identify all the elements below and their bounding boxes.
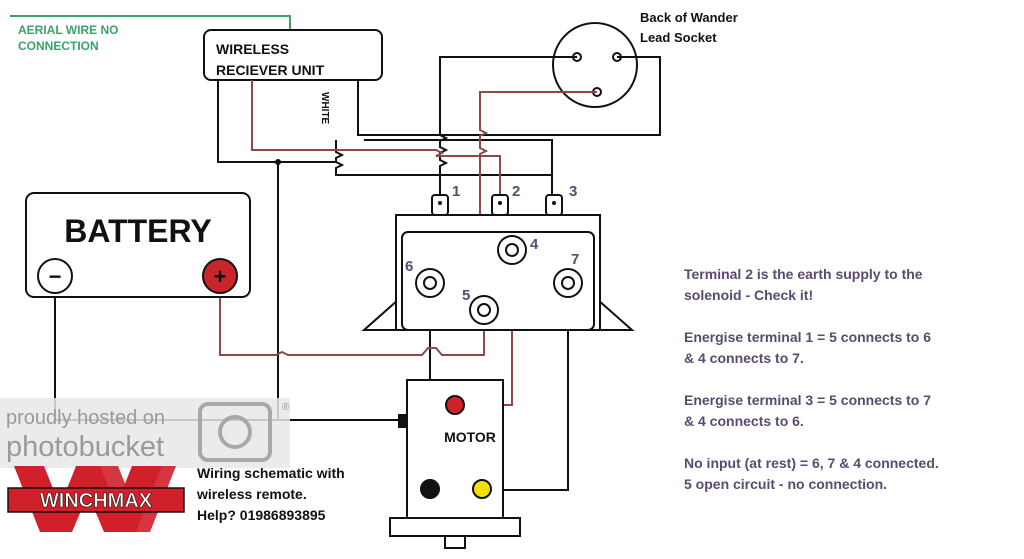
battery-positive-terminal <box>202 258 238 294</box>
motor-red-terminal <box>445 395 465 415</box>
solenoid-stud-terminals <box>415 235 583 325</box>
note-4-line1: No input (at rest) = 6, 7 & 4 connected. <box>684 455 939 471</box>
terminal-label-5: 5 <box>462 287 470 304</box>
battery-negative-terminal <box>37 258 73 294</box>
note-4-line2: 5 open circuit - no connection. <box>684 476 887 492</box>
white-wire-label: WHITE <box>319 92 330 125</box>
spade-hole-2 <box>498 201 502 205</box>
terminal-label-4: 4 <box>530 236 539 253</box>
aerial-label-line2: CONNECTION <box>18 39 99 53</box>
logo-text: WINCHMAX <box>40 490 153 512</box>
spade-hole-3 <box>552 201 556 205</box>
note-2-line1: Energise terminal 1 = 5 connects to 6 <box>684 329 931 345</box>
note-1-line1: Terminal 2 is the earth supply to the <box>684 266 923 282</box>
battery-positive-symbol: + <box>214 264 227 289</box>
motor-label: MOTOR <box>444 429 496 445</box>
receiver-unit-box <box>203 29 383 81</box>
caption-line3: Help? 01986893895 <box>197 507 326 523</box>
terminal-label-2: 2 <box>512 183 520 200</box>
note-2-line2: & 4 connects to 7. <box>684 350 804 366</box>
watermark-line1: proudly hosted on <box>6 407 165 429</box>
motor-earth-lug <box>398 414 408 428</box>
junction-dot <box>275 159 281 165</box>
note-3-line2: & 4 connects to 6. <box>684 413 804 429</box>
camera-icon <box>198 402 272 462</box>
watermark-line2: photobucket <box>6 431 164 463</box>
aerial-wire <box>10 15 291 30</box>
battery-negative-symbol: − <box>49 264 62 289</box>
note-3-line1: Energise terminal 3 = 5 connects to 7 <box>684 392 931 408</box>
aerial-label-line1: AERIAL WIRE NO <box>18 23 118 37</box>
spade-hole-1 <box>438 201 442 205</box>
winchmax-logo: WINCHMAX <box>7 466 185 532</box>
terminal-label-3: 3 <box>569 183 577 200</box>
battery-body <box>25 192 251 298</box>
photobucket-watermark: proudly hosted on photobucket ® <box>0 398 290 468</box>
watermark-registered: ® <box>282 402 290 413</box>
terminal-label-7: 7 <box>571 251 579 268</box>
receiver-label-line2: RECIEVER UNIT <box>216 62 325 78</box>
caption-line1: Wiring schematic with <box>197 465 345 481</box>
wander-socket <box>552 22 638 108</box>
socket-label-line2: Lead Socket <box>640 30 717 45</box>
receiver-label-line1: WIRELESS <box>216 41 289 57</box>
motor-black-terminal <box>420 479 440 499</box>
motor-yellow-terminal <box>472 479 492 499</box>
socket-label-line1: Back of Wander <box>640 10 738 25</box>
terminal-label-6: 6 <box>405 258 413 275</box>
note-1-line2: solenoid - Check it! <box>684 287 813 303</box>
terminal-label-1: 1 <box>452 183 460 200</box>
caption-line2: wireless remote. <box>196 486 307 502</box>
battery-label: BATTERY <box>64 213 212 249</box>
